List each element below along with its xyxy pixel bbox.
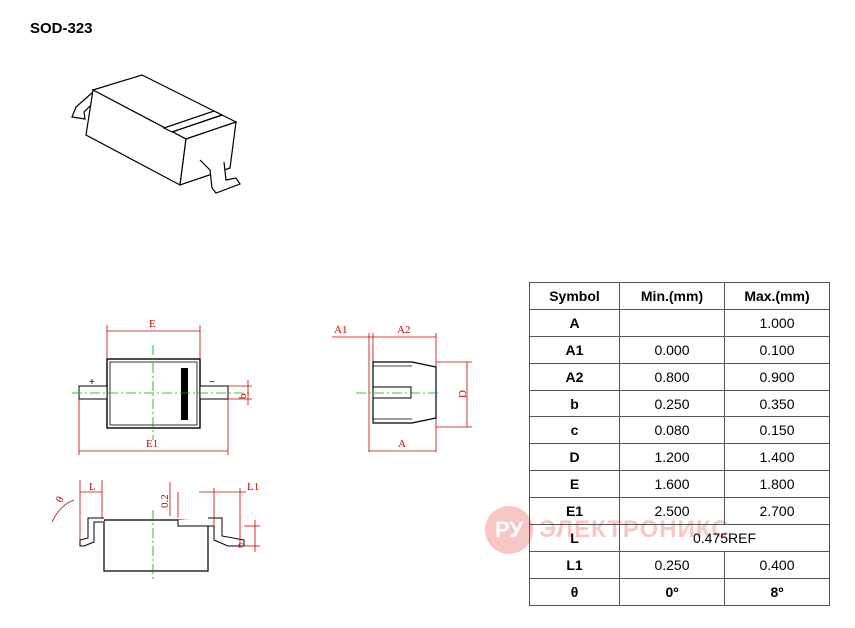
cell-min: 1.600 [619,470,725,499]
label-E: E [149,318,156,330]
page-title: SOD-323 [30,20,93,37]
cell-symbol: D [529,443,620,472]
cell-min: 1.200 [619,443,725,472]
cell-symbol: A [529,308,620,337]
cell-symbol: L [529,524,620,552]
table-row: A2 0.800 0.900 [529,362,830,391]
cell-max: 1.800 [724,470,830,499]
table-row: b 0.250 0.350 [529,389,830,418]
top-view: E + − b E1 [72,318,252,455]
cell-min [619,308,725,337]
label-E1: E1 [146,438,158,450]
cell-min: 2.500 [619,497,725,526]
package-3d-view [71,74,241,194]
cell-min: 0.800 [619,362,725,391]
cell-max: 0.400 [724,550,830,579]
cell-symbol: c [529,416,620,445]
label-A2: A2 [397,324,410,336]
cell-ref: 0.475REF [619,524,830,552]
table-row: θ 0º 8º [529,577,830,606]
table-row: L1 0.250 0.400 [529,550,830,579]
label-plus: + [89,377,95,388]
label-b: b [237,393,249,399]
cell-symbol: b [529,389,620,418]
label-L: L [89,481,96,493]
table-row: A1 0.000 0.100 [529,335,830,364]
table-row: L 0.475REF [529,524,830,552]
label-D: D [457,390,469,398]
side-view: A1 A2 D A [332,324,472,452]
header-max: Max.(mm) [724,282,830,310]
cell-max: 2.700 [724,497,830,526]
table-header-row: Symbol Min.(mm) Max.(mm) [529,282,830,310]
cell-max: 1.000 [724,308,830,337]
cell-symbol: θ [529,577,620,606]
cell-symbol: A2 [529,362,620,391]
table-row: c 0.080 0.150 [529,416,830,445]
label-A: A [398,438,406,450]
table-row: A 1.000 [529,308,830,337]
cell-max: 0.350 [724,389,830,418]
cell-max: 0.100 [724,335,830,364]
table-row: E 1.600 1.800 [529,470,830,499]
label-L1: L1 [247,481,259,493]
label-A1: A1 [334,324,347,336]
cell-symbol: E1 [529,497,620,526]
cell-max: 8º [724,577,830,606]
table-row: D 1.200 1.400 [529,443,830,472]
label-c: c [238,539,243,551]
label-theta: θ [54,494,67,505]
cell-symbol: L1 [529,550,620,579]
cell-symbol: E [529,470,620,499]
cell-min: 0.000 [619,335,725,364]
cell-min: 0.080 [619,416,725,445]
header-symbol: Symbol [529,282,620,310]
cell-max: 0.900 [724,362,830,391]
table-row: E1 2.500 2.700 [529,497,830,526]
label-gauge: 0.2 [159,494,171,508]
label-minus: − [209,377,215,388]
cell-max: 0.150 [724,416,830,445]
front-view: θ L 0.2 L1 c [51,480,260,582]
cell-symbol: A1 [529,335,620,364]
cell-min: 0.250 [619,389,725,418]
cell-min: 0.250 [619,550,725,579]
cell-max: 1.400 [724,443,830,472]
header-min: Min.(mm) [619,282,725,310]
cell-min: 0º [619,577,725,606]
dimensions-table: Symbol Min.(mm) Max.(mm) A 1.000 A1 0.00… [529,282,830,606]
